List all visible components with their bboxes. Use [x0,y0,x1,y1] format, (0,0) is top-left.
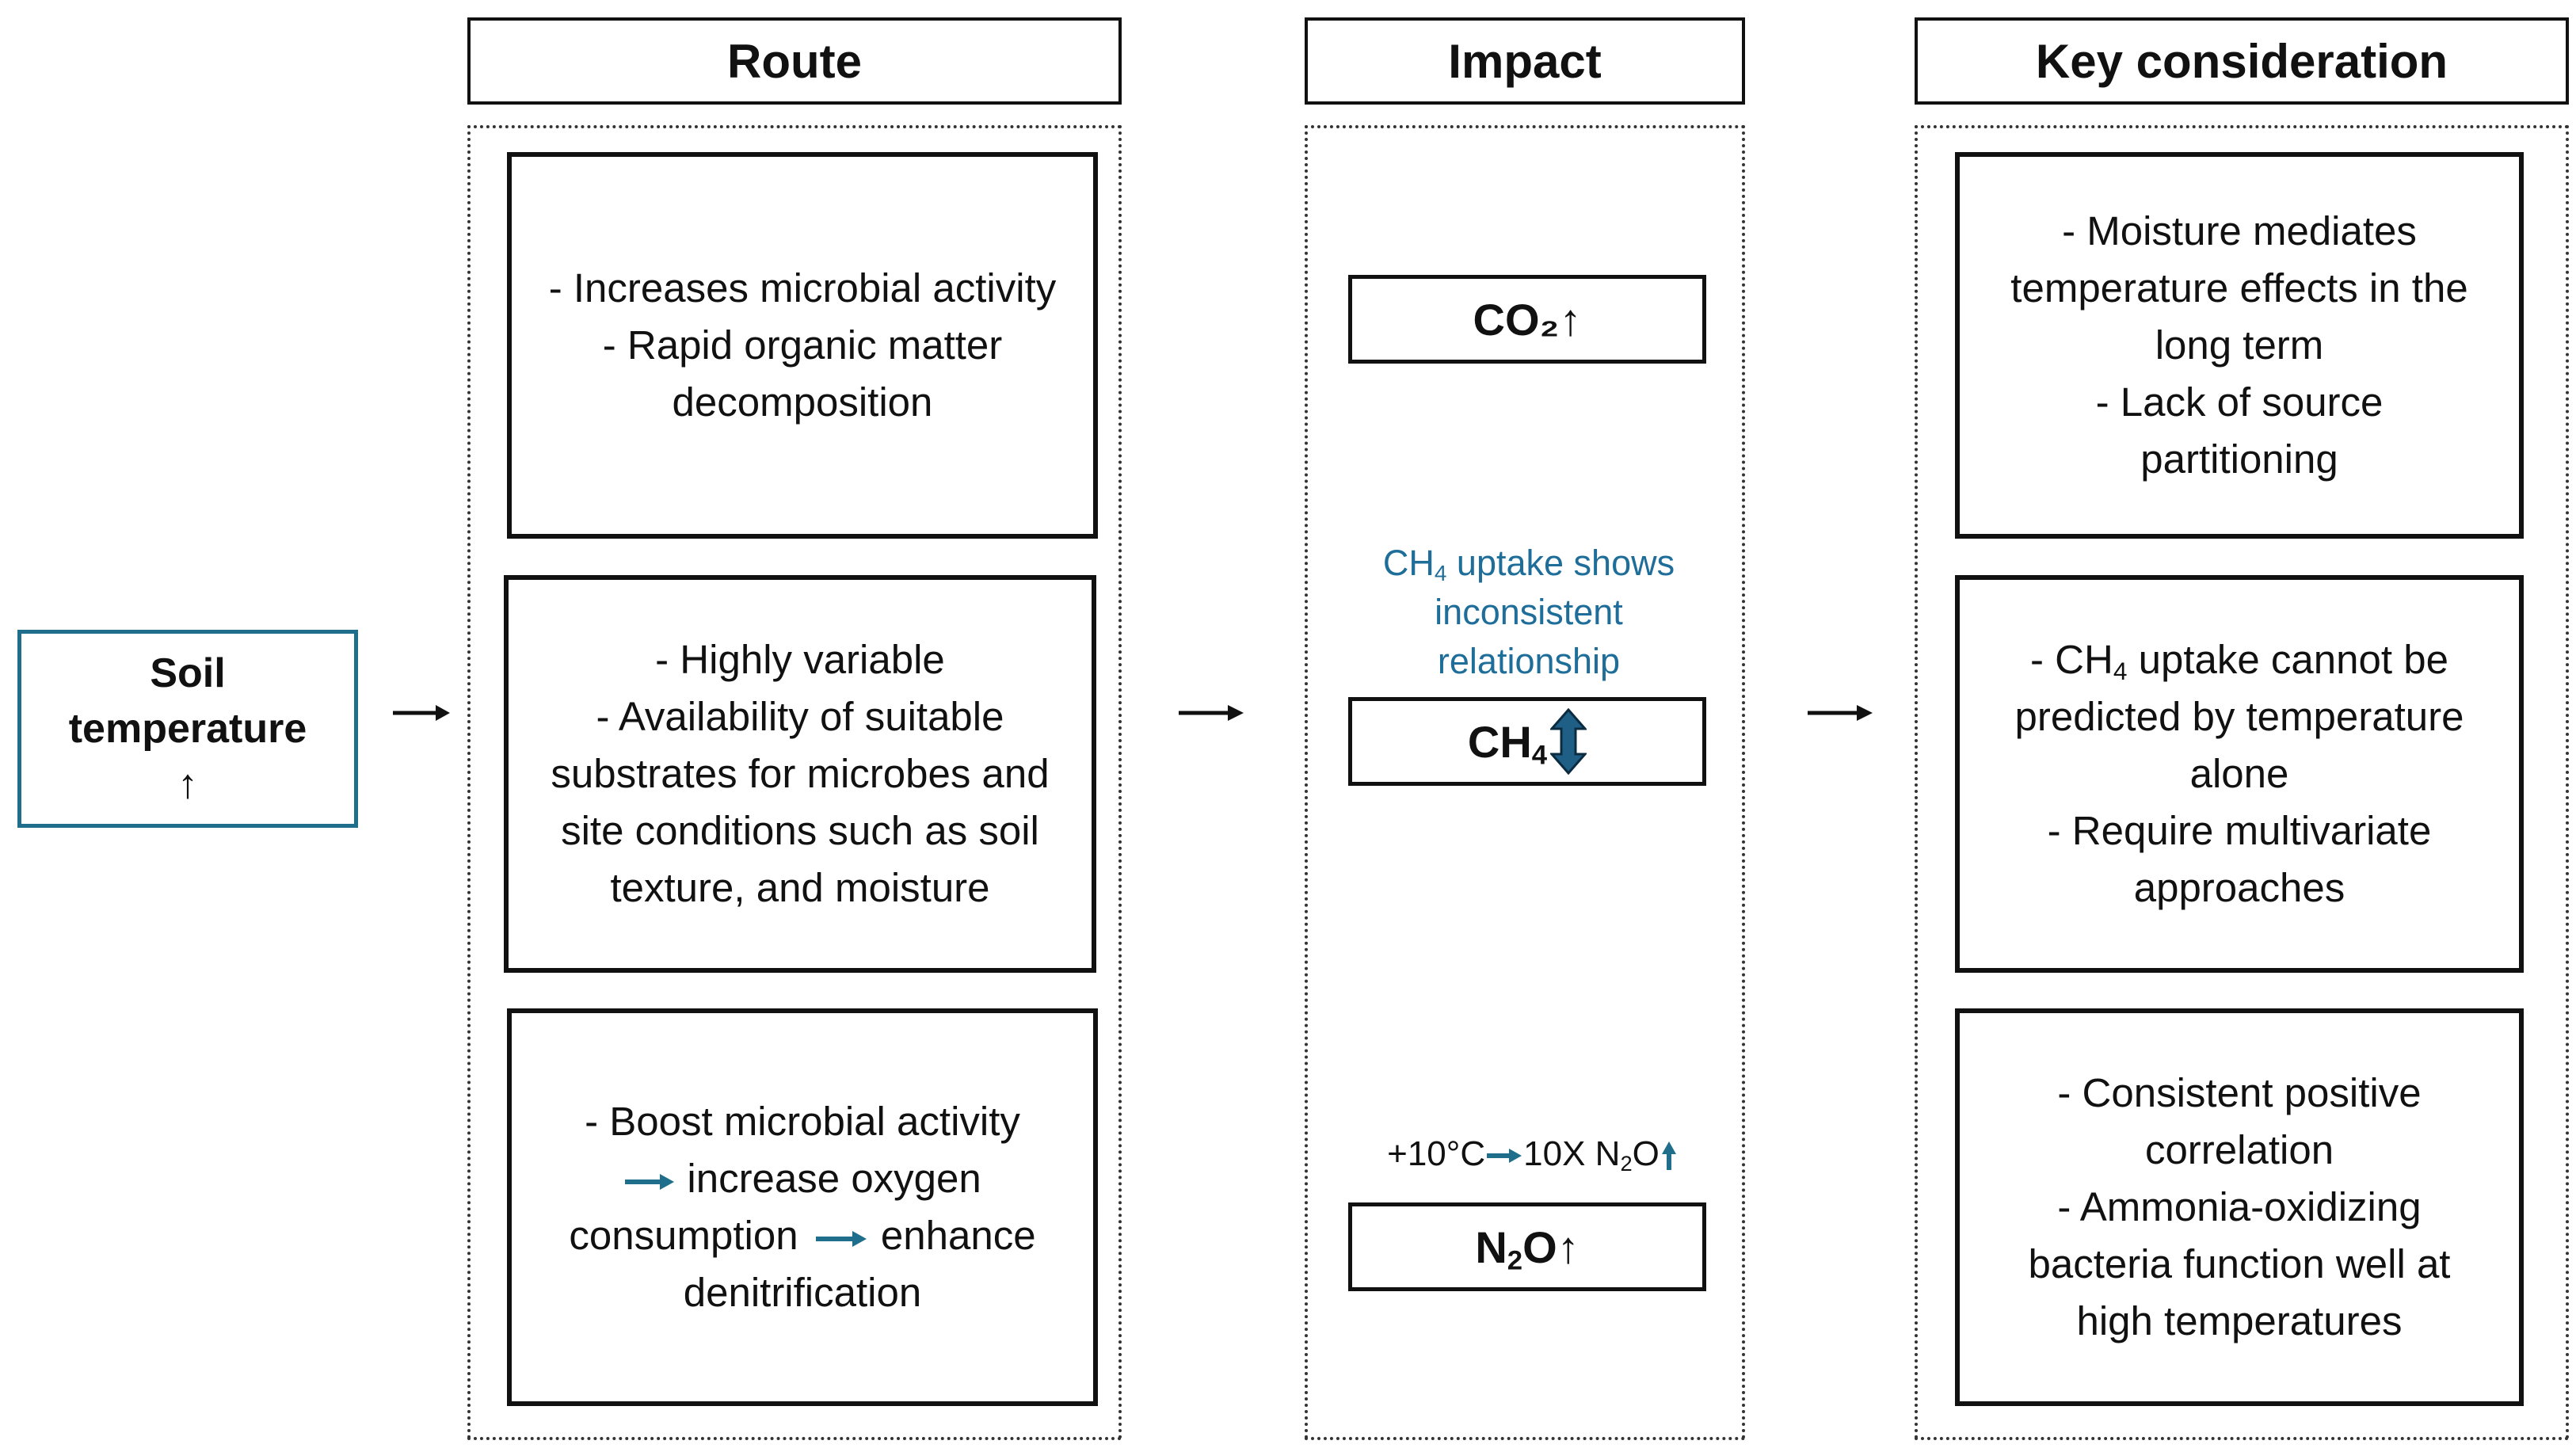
key-box2-post: uptake cannot be [2127,637,2448,682]
n2o-note-sub: 2 [1620,1150,1633,1176]
key-box1-line: - Moisture mediates [2062,208,2417,253]
ch4-note-line1: CH4 uptake shows [1339,539,1719,588]
route-box3-line2-text: increase oxygen [687,1156,981,1201]
impact-header: Impact [1305,17,1745,105]
ch4-note-sub: 4 [1434,560,1447,585]
key-box-ch4: - CH4 uptake cannot be predicted by temp… [1955,575,2524,973]
key-box2-pre: - CH [2030,637,2113,682]
blue-up-arrow-icon [1661,1141,1676,1171]
route-box2-line: substrates for microbes and [551,751,1050,796]
blue-right-arrow-icon [1487,1149,1522,1164]
arrow-route-to-impact-icon [1179,705,1244,721]
blue-right-arrow-icon [625,1173,675,1190]
route-box3-line3-text-a: consumption [569,1213,798,1258]
route-box1-line: - Rapid organic matter [602,322,1003,368]
ch4-label-text: CH [1467,716,1532,767]
soil-label-line1: Soil [150,650,226,696]
route-column [467,125,1122,1440]
double-vertical-arrow-icon [1550,708,1587,775]
key-box1-line: - Lack of source [2095,379,2384,425]
key-box3-line: - Ammonia-oxidizing [2057,1184,2422,1229]
route-box3-line3-text-b: enhance [880,1213,1036,1258]
route-box1-line: - Increases microbial activity [548,265,1057,311]
impact-co2-box: CO₂ ↑ [1348,275,1706,364]
key-consideration-header: Key consideration [1915,17,2569,105]
soil-label-line2: temperature [68,706,307,752]
impact-column [1305,125,1745,1440]
key-box1-line: temperature effects in the [2010,265,2468,311]
arrow-impact-to-key-icon [1808,705,1873,721]
impact-ch4-box: CH4 [1348,697,1706,786]
n2o-label-b: O [1522,1221,1557,1272]
key-box2-line: approaches [2133,865,2345,910]
impact-header-label: Impact [1448,34,1602,88]
ch4-note-pre: CH [1382,543,1435,583]
arrow-soil-to-route-icon [393,705,450,721]
n2o-note-mid: 10X N [1523,1134,1621,1173]
key-consideration-column [1915,125,2569,1440]
ch4-label: CH4 [1467,716,1548,771]
key-box2-sub: 4 [2113,656,2128,685]
key-box2-line1: - CH4 uptake cannot be [2015,631,2464,688]
route-box2-line: - Highly variable [655,637,945,682]
route-box2-line: texture, and moisture [610,865,990,910]
n2o-note-line: +10°C 10X N2O [1347,1130,1719,1179]
ch4-note-line3: relationship [1437,641,1621,681]
up-arrow-icon: ↑ [1559,294,1582,345]
route-header: Route [467,17,1122,105]
route-box3-line4: denitrification [683,1270,922,1315]
key-box2-line: predicted by temperature [2014,694,2464,739]
n2o-note: +10°C 10X N2O [1347,1130,1719,1182]
route-box1-line: decomposition [672,379,933,425]
ch4-note: CH4 uptake shows inconsistent relationsh… [1339,539,1719,689]
n2o-label: N2O [1475,1221,1557,1276]
n2o-label-sub: 2 [1507,1245,1523,1276]
impact-n2o-box: N2O ↑ [1348,1202,1706,1291]
route-box2-line: site conditions such as soil [561,808,1039,853]
key-box2-line: alone [2189,751,2289,796]
up-arrow-icon: ↑ [177,761,198,807]
route-box-co2: - Increases microbial activity - Rapid o… [507,152,1098,539]
ch4-note-line2: inconsistent [1435,592,1623,632]
key-box1-line: long term [2155,322,2324,368]
key-box1-line: partitioning [2140,436,2338,482]
key-box3-line: correlation [2144,1127,2334,1172]
ch4-note-post: uptake shows [1446,543,1675,583]
key-box3-line: high temperatures [2076,1298,2403,1343]
route-box-n2o: - Boost microbial activity increase oxyg… [507,1008,1098,1406]
route-box-ch4: - Highly variable - Availability of suit… [504,575,1096,973]
route-header-label: Route [727,34,862,88]
route-box3-line2: increase oxygen [569,1150,1035,1207]
co2-label: CO₂ [1473,294,1560,345]
key-box3-line: - Consistent positive [2057,1070,2422,1115]
n2o-note-post: O [1632,1134,1660,1173]
key-consideration-header-label: Key consideration [2035,34,2448,88]
soil-temperature-box: Soil temperature ↑ [17,630,358,828]
route-box2-line: - Availability of suitable [596,694,1004,739]
n2o-note-pre: +10°C [1387,1134,1486,1173]
key-box3-line: bacteria function well at [2028,1241,2451,1286]
blue-right-arrow-icon [815,1230,867,1247]
key-box-n2o: - Consistent positive correlation - Ammo… [1955,1008,2524,1406]
ch4-label-sub: 4 [1531,740,1548,771]
route-box3-line1: - Boost microbial activity [585,1099,1020,1144]
n2o-label-a: N [1475,1221,1507,1272]
key-box-co2: - Moisture mediates temperature effects … [1955,152,2524,539]
key-box2-line: - Require multivariate [2047,808,2432,853]
up-arrow-icon: ↑ [1557,1221,1580,1272]
route-box3-line3: consumption enhance [569,1207,1035,1264]
